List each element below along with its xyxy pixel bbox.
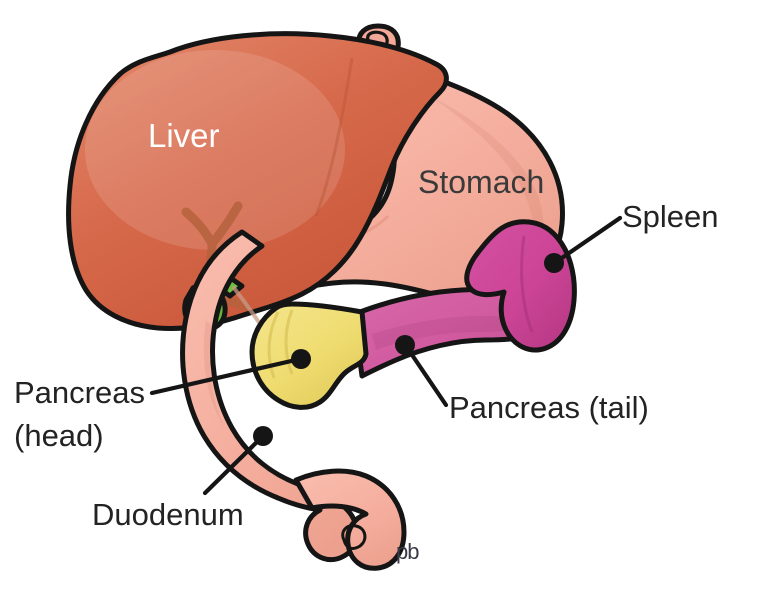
duodenum-lumen-end <box>341 524 367 550</box>
label-pancreas-tail: Pancreas (tail) <box>449 390 649 425</box>
stomach-inner-shade <box>430 96 544 270</box>
label-spleen: Spleen <box>622 199 719 234</box>
label-pancreas-head-line2: (head) <box>14 418 104 453</box>
label-duodenum: Duodenum <box>92 497 244 532</box>
duodenum-leader-dot <box>253 426 273 446</box>
spleen-hilum-crease <box>520 235 534 333</box>
liver-lobe-crease <box>314 57 354 217</box>
duodenum-leader-line <box>202 434 265 496</box>
leader-lines-group <box>149 215 623 496</box>
pancreas-head-leader-line <box>149 356 303 396</box>
spleen-leader-dot <box>544 253 564 273</box>
liver-shape <box>66 31 449 331</box>
spleen-leader-line <box>553 215 623 265</box>
pancreas-tail-leader-dot <box>395 335 415 355</box>
duodenum-distal-shape <box>293 468 407 571</box>
pancreas-head-leader-dot <box>291 349 311 369</box>
pancreas-tail-shade <box>372 316 540 350</box>
spleen-organ <box>464 219 577 353</box>
liver-highlight <box>85 50 345 250</box>
label-pancreas-head-line1: Pancreas <box>14 375 145 410</box>
pancreas-head-grooves <box>267 309 294 379</box>
liver-organ <box>66 31 449 331</box>
artist-signature: pb <box>396 539 419 564</box>
pancreas-tail-leader-line <box>403 343 449 408</box>
duodenum-shade <box>203 320 226 430</box>
label-stomach: Stomach <box>418 164 544 200</box>
label-liver: Liver <box>148 117 220 154</box>
